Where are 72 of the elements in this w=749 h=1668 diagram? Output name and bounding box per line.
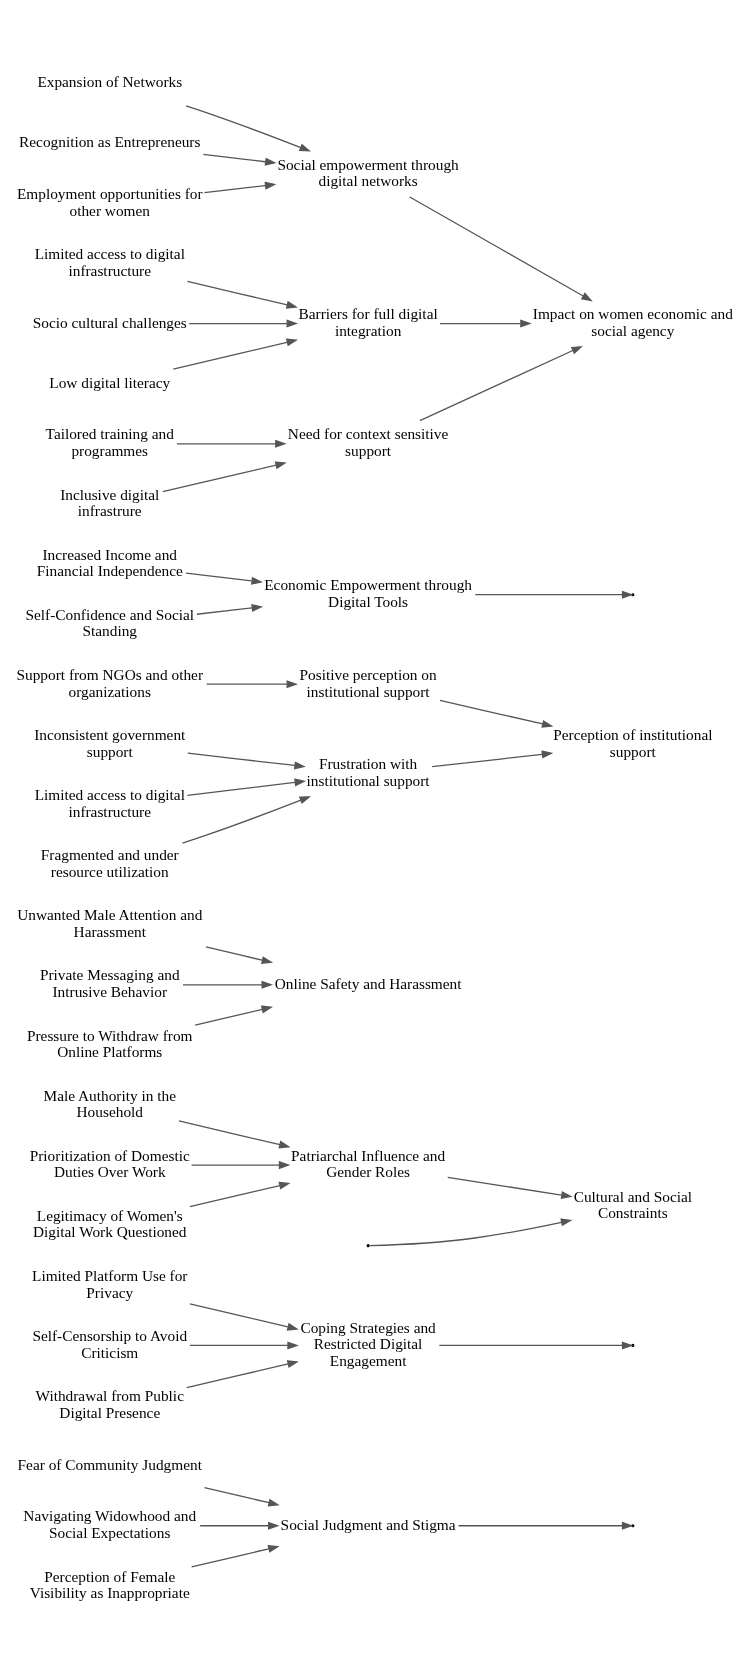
arrow (186, 1359, 299, 1388)
node-text: Limited access to digital infrastructure (34, 785, 185, 820)
node-text: Patriarchal Influence and Gender Roles (291, 1146, 446, 1180)
node-text: Need for context sensitive support (287, 424, 449, 459)
node-text: Limited access to digital infrastructure (34, 244, 185, 279)
node-text: Fragmented and under resource utilization (40, 845, 179, 880)
node-text: Expansion of Networks (37, 72, 183, 90)
node-text: Self-Censorship to Avoid Criticism (32, 1326, 188, 1361)
node-text: Legitimacy of Women's Digital Work Questioned (33, 1206, 187, 1240)
arrow (188, 319, 299, 328)
arrow (203, 181, 277, 193)
arrow (186, 777, 307, 796)
node-text: Male Authority in the Household (43, 1086, 176, 1120)
node-text: Fear of Community Judgment (17, 1455, 202, 1473)
node-text: Inconsistent government support (34, 725, 186, 760)
arrow (194, 1005, 274, 1026)
node-text: Online Safety and Harassment (274, 974, 462, 992)
arrow (189, 1302, 299, 1331)
node-text: Prioritization of Domestic Duties Over Work (29, 1146, 190, 1180)
arrow (172, 337, 299, 370)
arrow (439, 699, 554, 728)
node-text: Unwanted Male Attention and Harassment (17, 905, 203, 940)
node-text: Recognition as Entrepreneurs (19, 132, 201, 150)
arrow (189, 1181, 291, 1207)
node-text: Barriers for full digital integration (298, 304, 438, 339)
arrow (409, 195, 593, 301)
node-text: Social Judgment and Stigma (280, 1515, 456, 1533)
arrow (205, 945, 274, 964)
arrow (182, 980, 274, 989)
arrow (176, 439, 287, 448)
arrow (187, 752, 306, 769)
node-text: Social empowerment through digital networks (277, 155, 459, 189)
node-text: Self-Confidence and Social Standing (25, 605, 195, 639)
node-text: Tailored training and programmes (45, 424, 174, 459)
arrow (368, 1217, 573, 1246)
arrow (191, 1160, 291, 1169)
node-text: Support from NGOs and other organizations (16, 665, 203, 699)
node-text: Frustration with institutional support (306, 754, 430, 789)
node-text: Low digital literacy (49, 373, 171, 391)
arrow (162, 460, 287, 492)
node-text: Coping Strategies and Restricted Digital Engagement (300, 1318, 436, 1369)
node-text: Positive perception on institutional support (299, 665, 437, 699)
node-text: Navigating Widowhood and Social Expectations (23, 1506, 197, 1541)
node-text: Withdrawal from Public Digital Presence (35, 1386, 184, 1421)
node-text: Perception of institutional support (553, 725, 713, 760)
arrow (196, 603, 264, 615)
arrow (199, 1521, 280, 1530)
node-text: Impact on women economic and social agency (532, 304, 733, 339)
node-text: Increased Income and Financial Independence (36, 545, 183, 579)
arrow (189, 1340, 299, 1349)
node-text: Socio cultural challenges (32, 313, 187, 331)
node-text: Cultural and Social Constraints (573, 1187, 693, 1221)
node-text: Inclusive digital infrastrure (60, 485, 160, 519)
node-text: Employment opportunities for other women (16, 184, 203, 219)
node-text: Perception of Female Visibility as Inappropriate (29, 1567, 190, 1601)
node-text: Economic Empowerment through Digital Tools (264, 575, 472, 610)
arrow (178, 1119, 291, 1148)
arrow (181, 795, 311, 844)
arrow (186, 280, 298, 309)
arrow (202, 153, 277, 166)
arrow (203, 1486, 280, 1507)
arrow (191, 1544, 280, 1568)
arrow (419, 345, 583, 421)
arrow (439, 319, 532, 328)
node-text: Private Messaging and Intrusive Behavior (39, 965, 180, 1000)
arrow (185, 571, 263, 585)
arrow (447, 1176, 573, 1199)
arrow (431, 749, 554, 767)
node-text: Limited Platform Use for Privacy (32, 1266, 188, 1301)
node-text: Pressure to Withdraw from Online Platforms (26, 1026, 193, 1060)
arrow (185, 104, 311, 152)
arrow (206, 679, 299, 688)
